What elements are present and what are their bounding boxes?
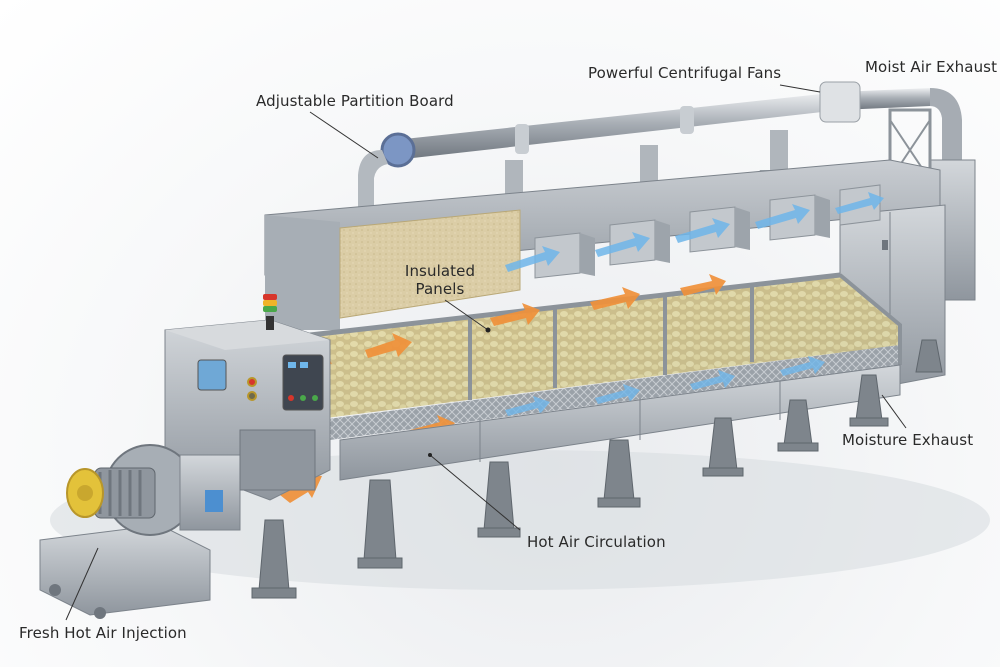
blue-coupling xyxy=(205,490,223,512)
beacon-amber xyxy=(263,300,277,306)
cool-airflow-arrows xyxy=(505,192,884,272)
drying-chamber xyxy=(309,272,902,440)
lower-cabinet xyxy=(339,364,901,481)
blower-base xyxy=(39,524,211,616)
beacon-green xyxy=(263,306,277,312)
label-insulated-line2: Panels xyxy=(415,280,465,298)
label-insulated-line1: Insulated xyxy=(404,262,476,280)
beacon-red xyxy=(263,294,277,300)
centrifugal-fan-housing xyxy=(819,81,861,123)
inlet-duct xyxy=(239,429,316,491)
callout-dots xyxy=(428,327,491,457)
label-fresh-hot-air-injection: Fresh Hot Air Injection xyxy=(19,624,187,642)
label-powerful-centrifugal-fans: Powerful Centrifugal Fans xyxy=(588,64,782,82)
stop-button xyxy=(247,377,257,387)
callout-leaders xyxy=(65,84,907,621)
conveyor-mesh-belt xyxy=(320,345,900,440)
support-legs xyxy=(251,339,943,599)
label-insulated-panels: Insulated Panels xyxy=(395,262,485,298)
label-moisture-exhaust: Moisture Exhaust xyxy=(842,431,974,449)
under-belt-airflow xyxy=(505,356,825,416)
label-hot-air-circulation: Hot Air Circulation xyxy=(527,533,666,551)
insulated-panel xyxy=(339,209,521,319)
fresh-air-blower xyxy=(39,429,316,619)
dryer-upper-housing xyxy=(264,159,946,396)
label-adjustable-partition-board: Adjustable Partition Board xyxy=(256,92,454,110)
label-moist-air-exhaust: Moist Air Exhaust xyxy=(865,58,998,76)
hmi-screen xyxy=(197,359,227,391)
